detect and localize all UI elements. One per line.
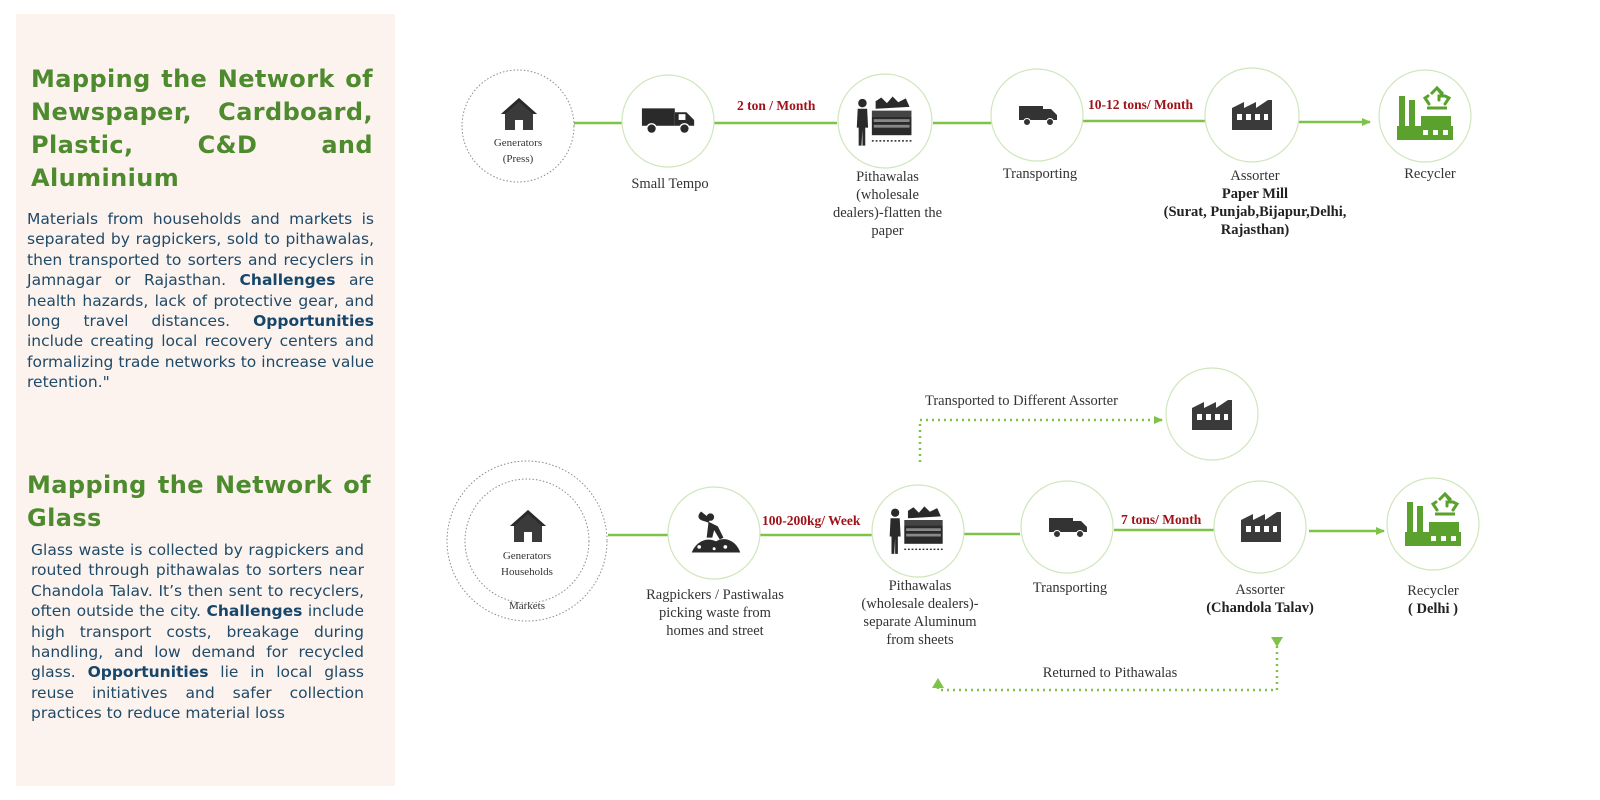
section2-title: Mapping the Network of Glass [27,471,371,532]
section2-intro: Glass waste is collected by ragpickers a… [31,541,364,621]
flow1-generators-line2: (Press) [502,153,534,165]
flow1-nodes [461,67,1472,183]
flow2-assorter-bold: (Chandola Talav) [1206,600,1314,616]
flow1-transporting-label: Transporting [1002,166,1078,182]
section2-opportunities-text: lie in local glass reuse initiatives and… [31,663,364,723]
flow2-transporting-label: Transporting [1032,580,1108,596]
flow1-recycler-label: Recycler [1404,166,1456,182]
flow2-ragpickers-label: Ragpickers / Pastiwalas picking waste fr… [620,586,810,640]
flow1-rate-2: 10-12 tons/ Month [1088,97,1194,112]
section1-opportunities-text: include creating local recovery centers … [27,332,374,392]
section1-challenges-text: are health hazards, lack of protective g… [27,271,375,331]
flow1-pithawalas-line: Pithawalas [856,169,919,185]
flow1-assorter-bold: Rajasthan) [1220,222,1290,238]
flow1-pithawalas-line: paper [871,223,904,239]
flow1-pithawalas-line: dealers)-flatten the [832,205,943,221]
section2-opportunities-label: Opportunities [87,663,209,682]
section2-text: Glass waste is collected by ragpickers a… [31,540,364,724]
flow2-assorter-title: Assorter [1235,582,1285,598]
flow1-tempo-label: Small Tempo [631,176,709,192]
flow1-generators-label: Generators (Press) [478,135,558,167]
flow2-connectors [608,416,1385,692]
flow2-ragpickers-line: homes and street [666,623,764,639]
flow2-assorter-label: Assorter (Chandola Talav) [1190,581,1330,617]
flow2-generators-line1: Generators [502,550,552,562]
flow2-generators-label: Generators Households [487,548,567,580]
section2-challenges-text: include high transport costs, breakage d… [31,602,364,682]
description-panel [16,14,395,786]
section1-title: Mapping the Network of Newspaper, Cardbo… [31,65,373,192]
flow1-connectors [574,118,1371,126]
flow1-generators-line1: Generators [493,137,543,149]
flow2-rate-2: 7 tons/ Month [1121,512,1202,527]
section1-opportunities-label: Opportunities [253,312,374,331]
flow2-generators-line2: Households [501,566,553,578]
flow2-return-label: Returned to Pithawalas [1042,665,1178,681]
flow2-pithawalas-label: Pithawalas (wholesale dealers)- separate… [845,577,995,649]
flow2-branch-label: Transported to Different Assorter [925,393,1118,409]
flow2-recycler-label: Recycler ( Delhi ) [1393,582,1473,618]
flow2-recycler-title: Recycler [1407,583,1459,599]
flow2-pithawalas-line: from sheets [886,632,954,648]
section1-text: Materials from households and markets is… [27,209,374,393]
section2-challenges-label: Challenges [206,602,303,621]
flow2-markets-label: Markets [508,600,546,612]
flow1-assorter-bold: Paper Mill [1221,186,1289,202]
flow1-assorter-title: Assorter [1230,168,1280,184]
flow2-ragpickers-line: Ragpickers / Pastiwalas [646,587,784,603]
flow1-pithawalas-line: (wholesale [856,187,919,203]
flow1-assorter-bold: (Surat, Punjab,Bijapur,Delhi, [1163,204,1347,220]
flow1-rate-1: 2 ton / Month [737,98,816,113]
flow2-rate-1: 100-200kg/ Week [762,513,861,528]
section1-challenges-label: Challenges [239,271,336,290]
flow1-assorter-label: Assorter Paper Mill (Surat, Punjab,Bijap… [1135,167,1375,239]
flow2-ragpickers-line: picking waste from [659,605,771,621]
flow2-pithawalas-line: Pithawalas [888,578,952,594]
flow2-pithawalas-line: (wholesale dealers)- [861,596,979,612]
flow1-pithawalas-label: Pithawalas (wholesale dealers)-flatten t… [825,168,950,240]
section1-intro: Materials from households and markets is… [27,210,374,290]
flow2-recycler-bold: ( Delhi ) [1408,601,1458,617]
flow2-nodes [446,367,1480,622]
flow2-pithawalas-line: separate Aluminum [863,614,977,630]
